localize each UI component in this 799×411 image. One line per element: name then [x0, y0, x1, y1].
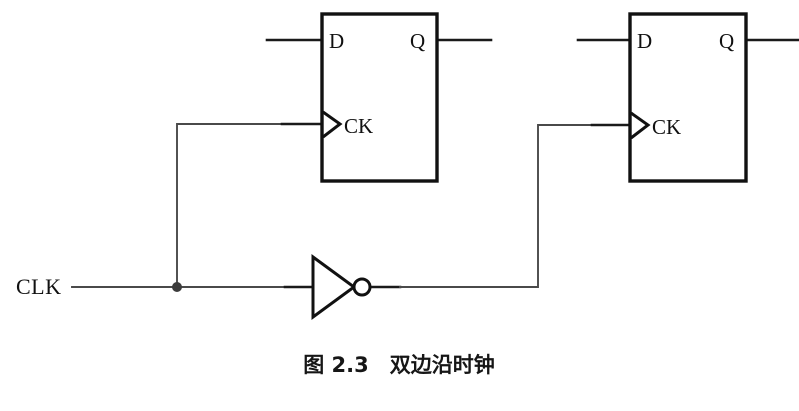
wire-clk-to-ff1-ck — [176, 123, 283, 288]
flipflop-2-ck-label: CK — [652, 115, 681, 139]
flipflop-1-ck-label: CK — [344, 114, 373, 138]
flipflop-1[interactable]: D Q CK — [320, 12, 439, 183]
wire-group — [71, 38, 799, 289]
clk-fanout-junction-dot — [172, 282, 182, 292]
clk-input-label: CLK — [16, 274, 62, 299]
flipflop-2-q-label: Q — [719, 29, 734, 53]
flipflop-2-body — [628, 12, 748, 183]
wire-invout-to-ff2-ck — [399, 124, 593, 288]
flipflop-1-q-label: Q — [410, 29, 425, 53]
inverter-bubble-icon — [352, 277, 372, 297]
figure-caption: 图 2.3 双边沿时钟 — [303, 353, 495, 377]
flipflop-2-d-label: D — [637, 29, 652, 53]
flipflop-1-d-label: D — [329, 29, 344, 53]
flipflop-1-clock-edge-triangle-icon — [322, 110, 343, 139]
inverter-triangle-icon — [311, 254, 357, 320]
flipflop-1-body — [320, 12, 439, 183]
flipflop-2[interactable]: D Q CK — [628, 12, 748, 183]
clock-inverter[interactable] — [311, 254, 372, 320]
flipflop-2-clock-edge-triangle-icon — [630, 111, 651, 140]
